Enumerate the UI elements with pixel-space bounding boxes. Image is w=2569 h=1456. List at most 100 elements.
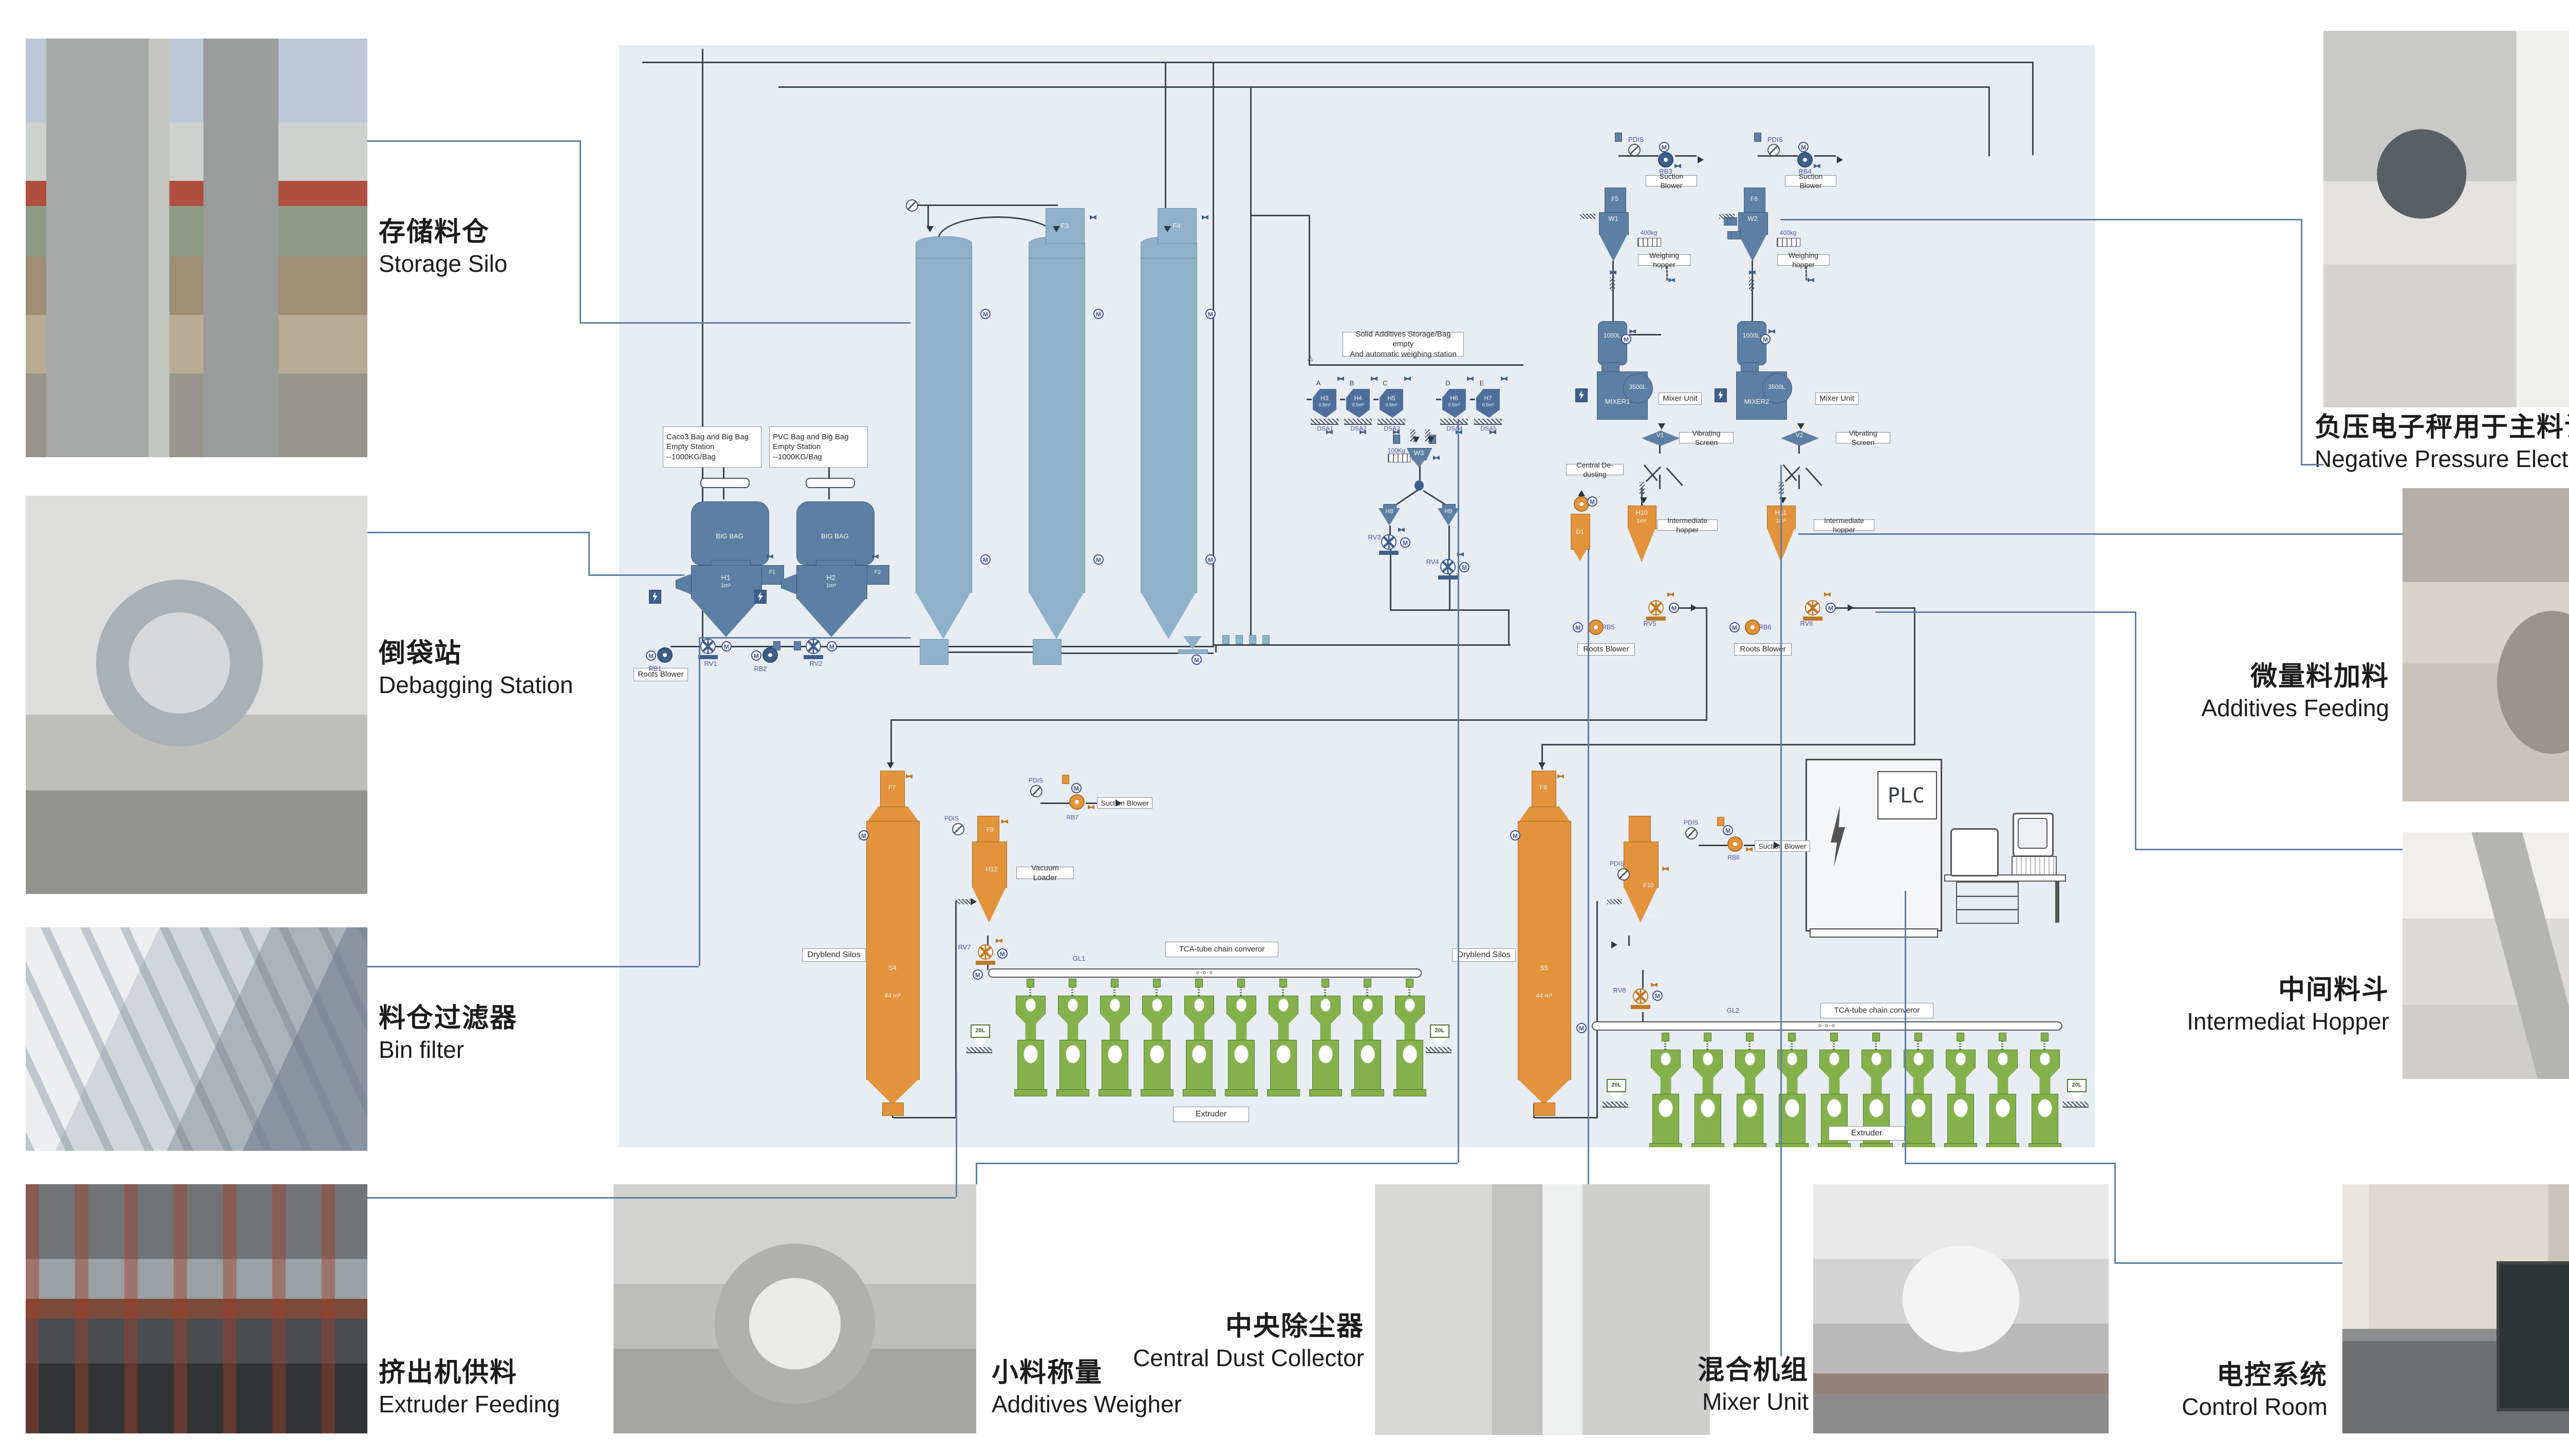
flow-arrow	[1837, 156, 1843, 163]
motor-icon: M	[1587, 496, 1597, 507]
pipe-segment	[1596, 901, 1598, 1118]
funnel-screw	[2063, 1102, 2089, 1108]
caption-bin-filter-cn: 料仓过滤器	[379, 1003, 518, 1033]
equipment-tag-f3: F3	[1060, 222, 1069, 230]
photo-connector-line	[588, 574, 684, 576]
blower-icon	[1658, 152, 1673, 167]
motor-icon: M	[1729, 622, 1740, 632]
screw-feeder	[1377, 419, 1405, 425]
equipment-tag-1m: 1m³	[1636, 518, 1647, 524]
dryblend-outlet	[1534, 1103, 1555, 1116]
equipment-tag-bigbag: BIG BAG	[716, 532, 743, 540]
equipment-tag-h10: H10	[1635, 509, 1648, 516]
motor-icon: M	[1205, 554, 1216, 565]
equipment-tag-rv4: RV4	[1426, 558, 1439, 566]
caption-extruder-feeding-en: Extruder Feeding	[379, 1391, 560, 1417]
screw-feeder-tag: DSA2	[1350, 425, 1367, 432]
pipe-segment	[1419, 464, 1421, 480]
blower-icon	[657, 647, 673, 663]
equipment-tag-rb2: RB2	[754, 665, 767, 673]
label-box-line: Suction Blower	[1101, 798, 1149, 807]
label-box: Dryblend Silos	[802, 948, 866, 962]
lightning-box	[754, 590, 767, 604]
photo-connector-line	[2301, 219, 2302, 464]
silo-transfer-arc	[938, 216, 1058, 239]
equipment-tag-1000l: 1000L	[1603, 332, 1621, 339]
caption-storage-silo: 存储料仓 Storage Silo	[379, 216, 508, 279]
valve-icon: ▶◀	[1433, 455, 1440, 461]
equipment-tag-b: B	[1349, 379, 1354, 387]
photo-bin-filter	[26, 927, 367, 1151]
rotary-valve-bar	[1646, 617, 1666, 621]
mixing-ball	[1414, 480, 1424, 491]
label-box: Suction Blower	[1755, 841, 1810, 852]
bag-filter	[761, 565, 784, 585]
hoist-beam	[700, 478, 750, 488]
valve-icon: ▶◀	[1629, 328, 1636, 334]
caption-debagging-cn: 倒袋站	[379, 639, 462, 668]
caption-mixer-unit-cn: 混合机组	[1697, 1355, 1809, 1385]
equipment-tag-rb5: RB5	[1602, 623, 1615, 631]
equipment-tag-pdis: PDIS	[1767, 136, 1783, 143]
equipment-tag-f9: F9	[986, 826, 994, 833]
motor-icon: M	[859, 830, 869, 841]
label-box-line: PVC Bag and Big Bag	[773, 432, 849, 441]
pipe-segment	[890, 719, 1707, 721]
motor-icon: M	[1205, 309, 1216, 319]
rotary-valve-icon	[700, 639, 716, 654]
dust-collector-cone	[1573, 549, 1587, 561]
pipe-segment	[1541, 744, 1543, 770]
pipe-segment	[1390, 609, 1509, 611]
caption-extruder-feeding-cn: 挤出机供料	[379, 1358, 518, 1388]
photo-connector-line	[580, 140, 581, 322]
dashed-link	[1666, 266, 1668, 281]
valve-icon: ▶◀	[1371, 376, 1377, 382]
motor-icon: M	[1621, 334, 1631, 344]
flow-arrow	[1164, 226, 1171, 232]
extruder-unit	[1860, 1033, 1893, 1147]
weigh-filter	[1605, 188, 1626, 213]
equipment-tag-1000l: 1000L	[1742, 332, 1760, 339]
equipment-tag-pdis: PDIS	[1609, 860, 1624, 867]
flow-arrow	[1578, 490, 1585, 496]
pipe-segment	[1642, 1012, 1644, 1022]
flow-arrow	[1115, 799, 1122, 807]
intermediate-hopper-cone	[1628, 528, 1655, 562]
extruder-unit	[1183, 979, 1216, 1097]
blower-icon	[1797, 152, 1813, 167]
pipe-segment	[1449, 572, 1450, 610]
equipment-tag-rv7: RV7	[958, 943, 971, 951]
label-box: TCA-tube chain converor	[1165, 942, 1278, 957]
blower-icon	[1727, 836, 1743, 852]
breather-icon: △	[1307, 353, 1313, 362]
silo-filter-f3	[1046, 208, 1085, 244]
loader-filter	[1629, 816, 1651, 843]
valve-icon: ▶◀	[1360, 429, 1366, 435]
photo-debagging-station	[26, 496, 367, 894]
equipment-tag-1m: 1m³	[721, 583, 731, 589]
equipment-tag-rb4: RB4	[1798, 167, 1812, 175]
label-box-line: TCA-tube chain converor	[1834, 1006, 1920, 1015]
flow-arrow	[1774, 842, 1780, 849]
equipment-tag-rv3: RV3	[1368, 533, 1381, 541]
photo-connector-line	[367, 140, 580, 142]
extruder-unit	[1818, 1033, 1851, 1147]
additive-hopper-tag: H4	[1354, 395, 1362, 402]
pipe-segment	[1827, 607, 1915, 609]
pipe-segment	[1675, 155, 1697, 157]
caption-intermediate-hopper-cn: 中间料斗	[2278, 975, 2389, 1005]
photo-control-room	[2342, 1184, 2569, 1433]
pipe-segment	[1448, 526, 1450, 562]
pipe-segment	[1213, 62, 1214, 646]
equipment-tag-s5: S5	[1540, 964, 1548, 972]
hoist-hook	[828, 486, 830, 499]
equipment-tag-pdis: PDIS	[1683, 819, 1698, 826]
intermediate-hopper-body	[1628, 506, 1656, 529]
pressure-gauge-icon	[1685, 827, 1698, 839]
weigh-filter	[1744, 188, 1765, 213]
blower-icon	[762, 647, 778, 663]
printer	[1950, 828, 1999, 876]
equipment-tag-v2: V2	[1795, 432, 1803, 439]
funnel-20l-cone	[1432, 1037, 1447, 1048]
